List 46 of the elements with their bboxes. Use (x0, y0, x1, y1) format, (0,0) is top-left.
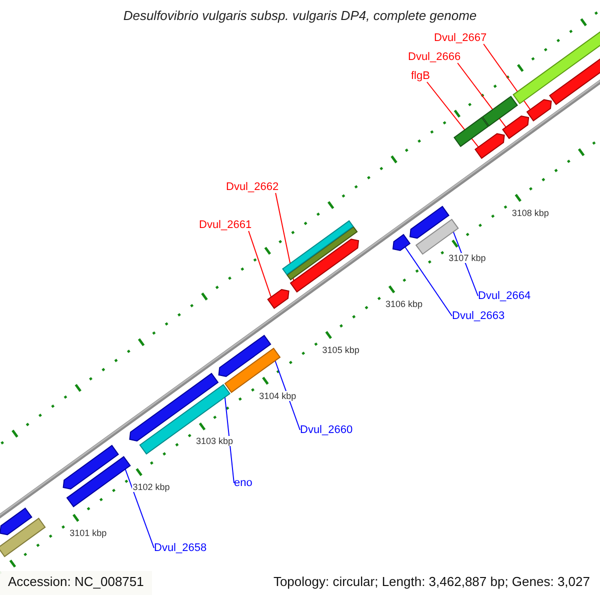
gene-bar (218, 334, 272, 378)
leader-line (404, 246, 452, 316)
scale-label: 3107 kbp (448, 253, 487, 264)
scale-label: 3106 kbp (384, 299, 424, 310)
gene-label: Dvul_2663 (452, 310, 505, 322)
scale-label: 3101 kbp (68, 528, 108, 538)
leader-line (483, 44, 531, 110)
title: Desulfovibrio vulgaris subsp. vulgaris DP4, complete genome (122, 8, 478, 23)
gene-bar (0, 508, 32, 536)
gene-bar (224, 348, 281, 394)
gene-label: Dvul_2664 (478, 290, 531, 302)
leader-line (248, 230, 272, 298)
gene-label: Dvul_2658 (154, 542, 207, 554)
gene-label: Dvul_2661 (199, 219, 252, 231)
gene-bar (482, 96, 518, 127)
gene-label: Dvul_2660 (300, 424, 353, 436)
gene-bar (415, 218, 459, 255)
leader-line (274, 360, 300, 430)
gene-label: Dvul_2667 (434, 32, 487, 44)
gene-bar (290, 238, 360, 293)
gene-bar (0, 518, 46, 558)
scale-label: 3103 kbp (194, 436, 234, 446)
gene-label: eno (234, 477, 252, 489)
gene-bar (454, 116, 489, 148)
gene-bar (66, 456, 131, 508)
scale-label: 3108 kbp (510, 208, 550, 218)
gene-label: Dvul_2662 (226, 181, 279, 193)
leader-line (124, 468, 154, 548)
gene-bar (409, 206, 450, 239)
gene-bar (267, 288, 290, 309)
gene-bar (62, 444, 119, 490)
gene-label: Dvul_2666 (408, 51, 461, 63)
scale-label: 3104 kbp (258, 390, 298, 401)
gene-bar (526, 99, 552, 122)
genome-info-text: Topology: circular; Length: 3,462,887 bp; Genes: 3,027 (273, 574, 590, 589)
leader-line (426, 82, 479, 148)
scale-label: 3102 kbp (132, 482, 171, 492)
gene-bar (392, 234, 411, 252)
gene-bar (286, 226, 358, 280)
accession-text: Accession: NC_008751 (0, 571, 152, 595)
leader-line (224, 396, 234, 484)
gene-label: flgB (411, 70, 430, 82)
scale-label: 3105 kbp (321, 344, 360, 355)
gene-bar (282, 220, 354, 276)
gene-bar (474, 133, 505, 159)
gene-bar (502, 115, 530, 140)
